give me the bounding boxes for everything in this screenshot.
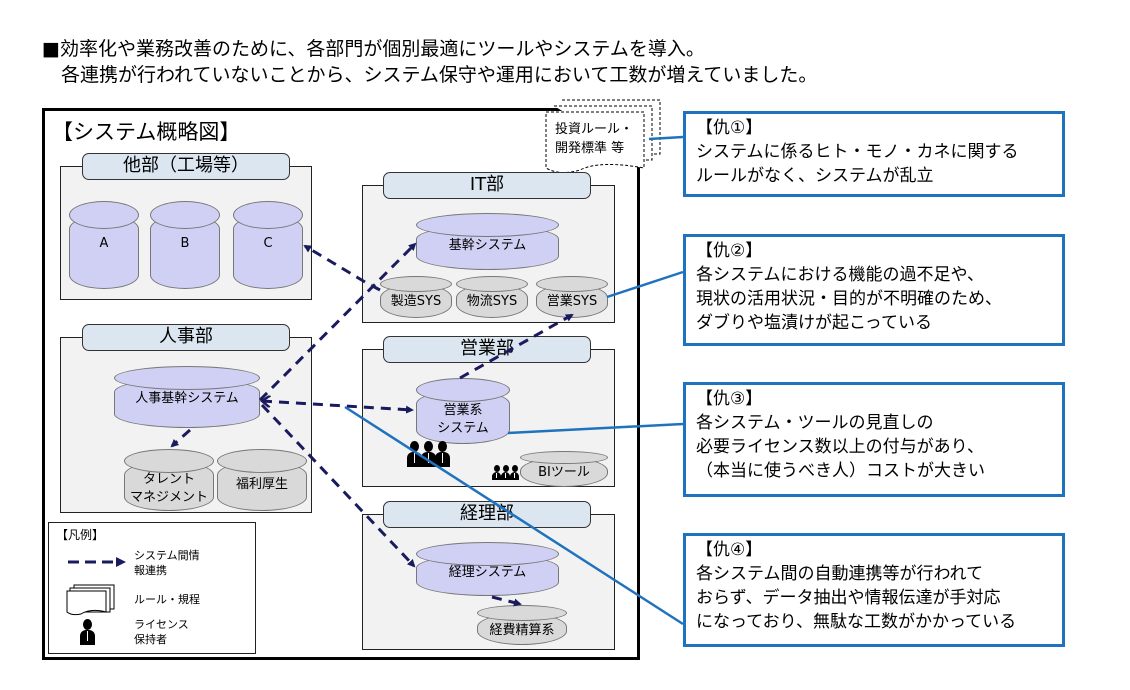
person-icon (501, 465, 510, 480)
dept-sales-label: 営業部 (383, 336, 591, 363)
callout-line: 現状の活用状況・目的が不明確のため、 (696, 289, 1002, 309)
license-holders-small (492, 465, 519, 480)
legend-label-arrow: システム間情 報連携 (134, 549, 200, 577)
system-b[interactable]: B (150, 201, 220, 289)
hr-core-system[interactable]: 人事基幹システム (114, 366, 260, 428)
sales-bi-tool[interactable]: BIツール (520, 451, 608, 487)
legend-label-license: ライセンス 保持者 (134, 618, 189, 646)
callout-line: 各システムにおける機能の過不足や、 (696, 265, 984, 285)
callout-line: 各システム・ツールの見直しの (696, 413, 934, 433)
dept-hr-label: 人事部 (82, 324, 290, 351)
callout-line: 各システム間の自動連携等が行われて (696, 564, 984, 584)
issue-callout-3: 【仇③】 各システム・ツールの見直しの 必要ライセンス数以上の付与があり、 （本… (683, 382, 1065, 497)
callout-line: おらず、データ抽出や情報伝達が手対応 (696, 588, 1001, 608)
callout-line: （本当に使うべき人）コストが大きい (696, 461, 985, 481)
callout-heading: 【仇③】 (696, 389, 763, 409)
sales-system[interactable]: 営業系 システム (416, 378, 510, 444)
system-c[interactable]: C (233, 201, 303, 289)
person-icon (492, 465, 501, 480)
person-icon (421, 441, 436, 467)
it-core-system[interactable]: 基幹システム (416, 213, 559, 270)
callout-line: 必要ライセンス数以上の付与があり、 (696, 437, 984, 457)
legend-label-rules: ルール・規程 (134, 593, 200, 606)
callout-heading: 【仇②】 (696, 241, 763, 261)
issue-callout-4: 【仇④】 各システム間の自動連携等が行われて おらず、データ抽出や情報伝達が手対… (683, 533, 1065, 647)
callout-line: になっており、無駄な工数がかかっている (696, 612, 1017, 632)
it-logistics-sys[interactable]: 物流SYS (456, 276, 528, 318)
intro-line-1: 効率化や業務改善のために、各部門が個別最適にツールやシステムを導入。 (59, 38, 705, 60)
intro-text: ■効率化や業務改善のために、各部門が個別最適にツールやシステムを導入。 (42, 36, 705, 62)
system-a[interactable]: A (69, 201, 139, 289)
callout-heading: 【仇④】 (696, 540, 763, 560)
license-holders-large (407, 441, 450, 467)
callout-line: システムに係るヒト・モノ・カネに関する (696, 142, 1019, 162)
expense-system[interactable]: 経費精算系 (477, 605, 567, 645)
issue-callout-2: 【仇②】 各システムにおける機能の過不足や、 現状の活用状況・目的が不明確のため… (683, 234, 1065, 346)
rules-note-text: 投資ルール・ 開発標準 等 (555, 122, 634, 156)
hr-welfare[interactable]: 福利厚生 (217, 449, 307, 511)
it-sales-sys[interactable]: 営業SYS (536, 276, 608, 318)
person-icon (80, 619, 95, 645)
issue-callout-1: 【仇①】 システムに係るヒト・モノ・カネに関する ルールがなく、システムが乱立 (683, 111, 1065, 197)
dept-other-label: 他部（工場等） (82, 153, 290, 180)
person-icon (435, 441, 450, 467)
intro-line-2: 各連携が行われていないことから、システム保守や運用において工数が増えていました。 (61, 64, 818, 86)
person-icon (407, 441, 422, 467)
rules-document-icon (545, 99, 661, 174)
document-stack-icon (66, 584, 115, 616)
callout-line: ルールがなく、システムが乱立 (696, 166, 934, 186)
dept-it-label: IT部 (383, 172, 591, 199)
callout-heading: 【仇①】 (696, 118, 763, 138)
hr-talent-management[interactable]: タレント マネジメント (124, 449, 214, 511)
callout-line: ダブりや塩漬けが起こっている (696, 313, 932, 333)
diagram-title: 【システム概略図】 (52, 120, 241, 144)
accounting-system[interactable]: 経理システム (416, 542, 559, 596)
legend-title: 【凡例】 (56, 528, 105, 542)
dashed-arrow-icon (68, 557, 126, 567)
person-icon (510, 465, 519, 480)
dept-accounting-label: 経理部 (383, 501, 591, 528)
person-icon-legend (80, 619, 95, 645)
bullet-icon: ■ (42, 38, 60, 60)
it-manufacturing-sys[interactable]: 製造SYS (380, 276, 452, 318)
